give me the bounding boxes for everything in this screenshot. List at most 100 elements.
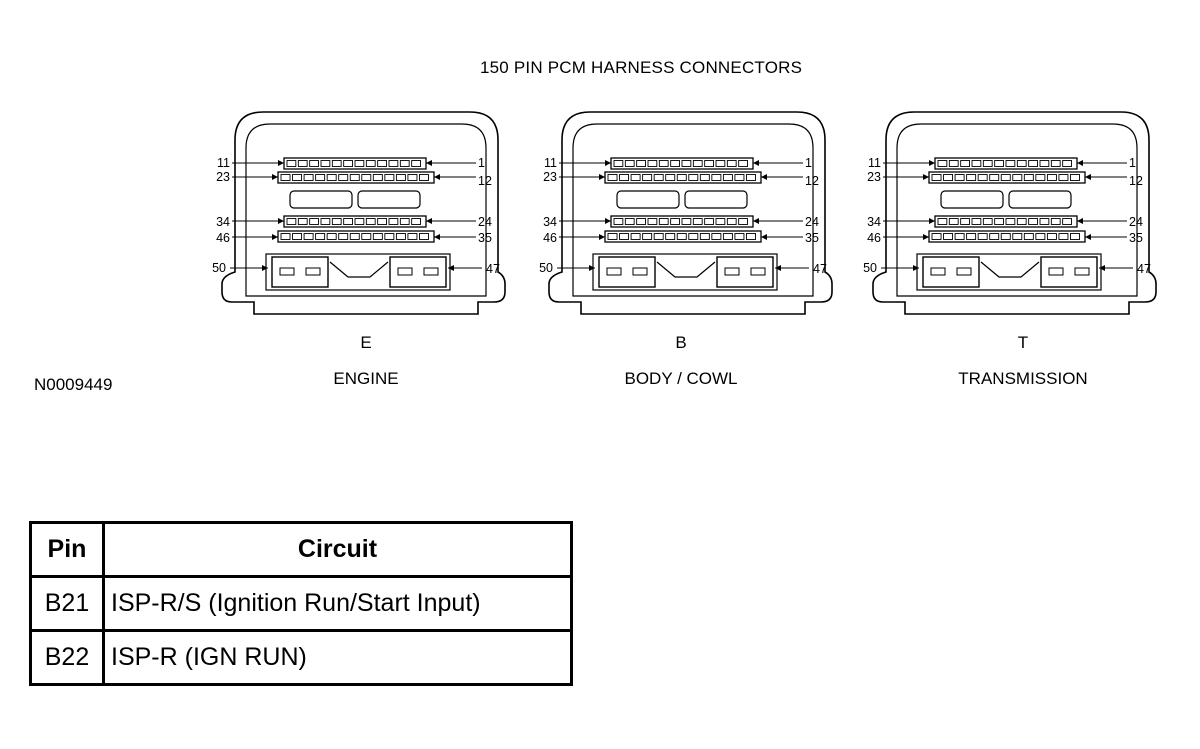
pin-circuit-table: Pin Circuit B21 ISP-R/S (Ignition Run/St… bbox=[29, 521, 573, 686]
power-pin bbox=[305, 267, 321, 276]
arrow-head bbox=[761, 174, 767, 180]
power-pin-block bbox=[389, 256, 447, 288]
pin-cavity bbox=[1035, 233, 1046, 240]
pin-cavity bbox=[647, 160, 658, 167]
pin-cavity bbox=[1016, 218, 1027, 225]
connector-housing bbox=[548, 111, 833, 315]
pin-cavity bbox=[688, 233, 699, 240]
pin-label: 11 bbox=[544, 156, 557, 170]
pin-cavity bbox=[715, 160, 726, 167]
pin-cavity bbox=[699, 174, 710, 181]
arrow-head bbox=[1077, 218, 1083, 224]
pin-label: 46 bbox=[543, 231, 557, 245]
pin-cavity bbox=[1028, 218, 1038, 225]
pin-cavity bbox=[297, 218, 308, 225]
pin-cavity bbox=[1070, 233, 1080, 240]
pin-cavity bbox=[937, 160, 948, 167]
connector-housing bbox=[221, 111, 506, 315]
pin-label: 23 bbox=[543, 170, 557, 184]
pin-label: 11 bbox=[217, 156, 230, 170]
connector-housing bbox=[872, 111, 1157, 315]
key-slot bbox=[357, 190, 421, 209]
power-pin bbox=[1048, 267, 1064, 276]
circuit-column-header: Circuit bbox=[102, 521, 573, 578]
power-pin bbox=[632, 267, 648, 276]
pin-cavity bbox=[681, 218, 692, 225]
pin-cavity bbox=[419, 233, 429, 240]
pin-label: 1 bbox=[1129, 156, 1136, 170]
pin-cavity bbox=[1050, 218, 1061, 225]
pin-cavity bbox=[365, 160, 376, 167]
arrow-head bbox=[761, 234, 767, 240]
pin-cavity bbox=[619, 233, 630, 240]
power-pin-block bbox=[598, 256, 656, 288]
pin-cavity bbox=[642, 233, 653, 240]
connector-t-name: TRANSMISSION bbox=[958, 369, 1088, 388]
pin-cavity bbox=[624, 218, 635, 225]
power-pin-area bbox=[916, 253, 1102, 291]
power-pin bbox=[750, 267, 766, 276]
pin-cavity bbox=[931, 233, 942, 240]
pin-cavity bbox=[681, 160, 692, 167]
pin-cavity bbox=[354, 160, 365, 167]
pin-label: 24 bbox=[478, 215, 492, 229]
connector-e-letter: E bbox=[360, 333, 372, 352]
pin-cavity bbox=[280, 233, 291, 240]
pin-cavity bbox=[943, 174, 954, 181]
pin-cavity bbox=[297, 160, 308, 167]
pin-cavity bbox=[372, 233, 383, 240]
pin-label: 34 bbox=[543, 215, 557, 229]
pin-cavity bbox=[1046, 233, 1057, 240]
pin-cavity bbox=[738, 218, 748, 225]
power-pin bbox=[606, 267, 622, 276]
arrow-head bbox=[272, 174, 278, 180]
pin-cavity bbox=[407, 233, 418, 240]
pin-cavity bbox=[365, 218, 376, 225]
arrow-head bbox=[605, 218, 611, 224]
pin-cavity bbox=[309, 160, 319, 167]
pin-cavity bbox=[989, 233, 1000, 240]
pin-cavity bbox=[395, 233, 406, 240]
pin-cavity bbox=[280, 174, 291, 181]
pin-cavity bbox=[361, 174, 372, 181]
pin-cavity bbox=[670, 160, 680, 167]
pin-label: 24 bbox=[805, 215, 819, 229]
pin-cavity bbox=[954, 233, 965, 240]
pin-cavity bbox=[1058, 233, 1069, 240]
pin-label: 35 bbox=[478, 231, 492, 245]
arrow-head bbox=[753, 160, 759, 166]
pin-cavity bbox=[665, 233, 676, 240]
key-slot bbox=[684, 190, 748, 209]
pin-cavity bbox=[994, 160, 1004, 167]
pin-cavity bbox=[624, 160, 635, 167]
arrow-head bbox=[272, 234, 278, 240]
pin-cavity bbox=[377, 218, 387, 225]
pin-cavity bbox=[1058, 174, 1069, 181]
pin-cavity bbox=[937, 218, 948, 225]
pin-cell: B21 bbox=[29, 575, 105, 632]
arrow-head bbox=[753, 218, 759, 224]
pin-cavity bbox=[994, 218, 1004, 225]
arrow-head bbox=[426, 218, 432, 224]
pin-cavity bbox=[692, 218, 703, 225]
pin-cavity bbox=[303, 174, 314, 181]
pin-label: 12 bbox=[478, 174, 492, 188]
pin-cavity bbox=[722, 174, 733, 181]
pin-cavity bbox=[971, 160, 982, 167]
pin-cavity bbox=[613, 218, 624, 225]
connector-inner-shell bbox=[245, 123, 487, 297]
pin-cavity bbox=[704, 160, 714, 167]
pin-cavity bbox=[1012, 174, 1023, 181]
pin-cavity bbox=[1070, 174, 1080, 181]
arrow-head bbox=[1085, 174, 1091, 180]
pin-cavity bbox=[326, 233, 337, 240]
arrow-head bbox=[929, 218, 935, 224]
pin-cavity bbox=[343, 218, 353, 225]
pin-label: 46 bbox=[867, 231, 881, 245]
power-pin-block bbox=[1040, 256, 1098, 288]
pin-cavity bbox=[960, 218, 970, 225]
pin-cavity bbox=[1005, 218, 1016, 225]
pin-label: 12 bbox=[1129, 174, 1143, 188]
